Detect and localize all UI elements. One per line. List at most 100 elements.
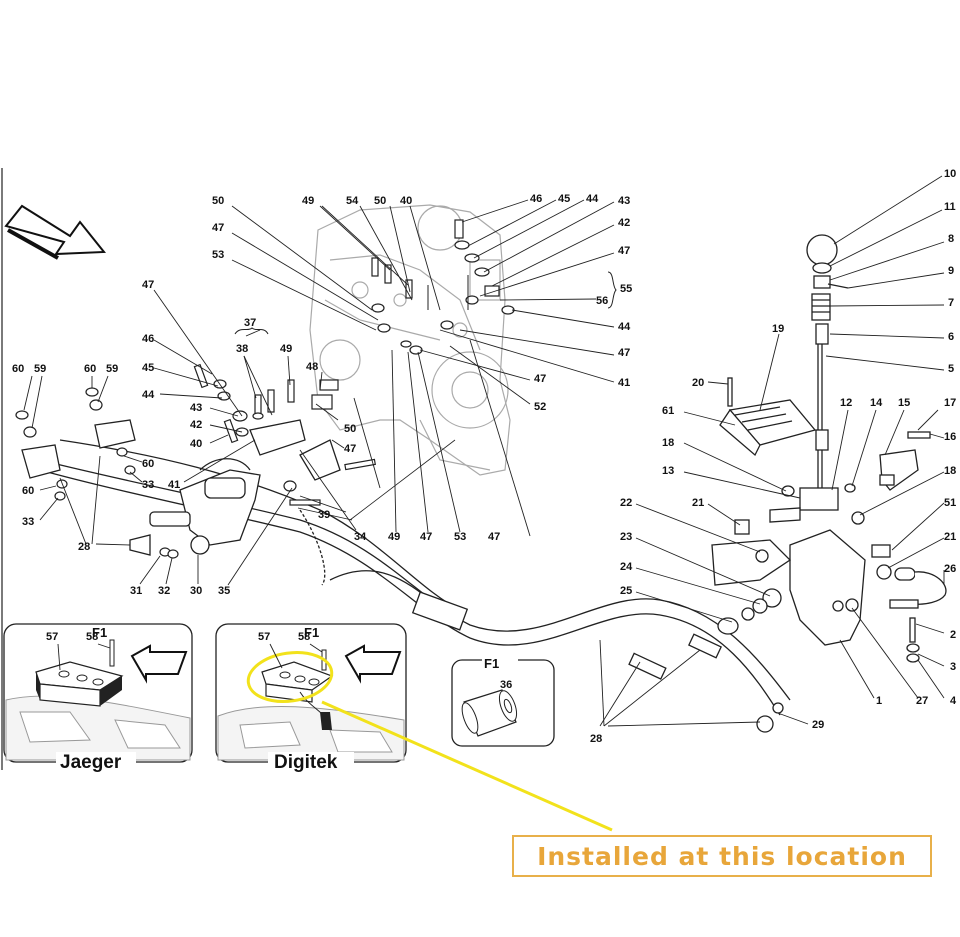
part-label: 3 xyxy=(950,661,956,673)
part-label: 51 xyxy=(944,497,956,509)
part-label: 28 xyxy=(590,733,602,745)
part-label: 46 xyxy=(142,333,154,345)
part-label: 15 xyxy=(898,397,910,409)
fasteners xyxy=(15,219,515,559)
gear-lever-assembly xyxy=(711,234,947,733)
part-label: 50 xyxy=(344,423,356,435)
part-label: 35 xyxy=(218,585,230,597)
part-label: 60 xyxy=(12,363,24,375)
part-label: 33 xyxy=(22,516,34,528)
leader-lines xyxy=(23,175,945,727)
direction-arrow-icon xyxy=(130,644,188,684)
part-label: 59 xyxy=(106,363,118,375)
part-label: 30 xyxy=(190,585,202,597)
part-label: 45 xyxy=(142,362,154,374)
part-label: 19 xyxy=(772,323,784,335)
part-label: 31 xyxy=(130,585,142,597)
inset-jaeger-code: F1 xyxy=(92,625,107,640)
bushing-part xyxy=(461,689,518,737)
part-label: 42 xyxy=(190,419,202,431)
part-label: 21 xyxy=(944,531,956,543)
inset-digitek-label: Digitek xyxy=(274,752,338,773)
part-label: 20 xyxy=(692,377,704,389)
switch-57-digitek xyxy=(261,661,334,730)
part-58-digitek: 58 xyxy=(298,631,310,643)
part-label: 47 xyxy=(618,347,630,359)
part-label: 47 xyxy=(488,531,500,543)
part-label: 44 xyxy=(142,389,155,401)
part-label: 52 xyxy=(534,401,546,413)
part-label: 43 xyxy=(618,195,630,207)
part-label: 47 xyxy=(534,373,546,385)
part-label: 21 xyxy=(692,497,704,509)
callout-text: Installed at this location xyxy=(537,841,907,871)
part-label: 41 xyxy=(168,479,180,491)
inset-digitek: F1 57 58 Digitek xyxy=(215,623,407,773)
part-label: 33 xyxy=(142,479,154,491)
part-label: 28 xyxy=(78,541,90,553)
part-label: 40 xyxy=(190,438,202,450)
part-label: 22 xyxy=(620,497,632,509)
part-label: 50 xyxy=(374,195,386,207)
part-label: 12 xyxy=(840,397,852,409)
part-label: 18 xyxy=(944,465,956,477)
part-label: 61 xyxy=(662,405,674,417)
inset-jaeger-label: Jaeger xyxy=(60,752,122,773)
part-label: 40 xyxy=(400,195,412,207)
inset-jaeger: F1 57 58 Jaeger xyxy=(3,623,193,773)
part-label: 42 xyxy=(618,217,630,229)
part-label: 47 xyxy=(344,443,356,455)
part-label: 17 xyxy=(944,397,956,409)
part-label: 26 xyxy=(944,563,956,575)
direction-arrow-icon xyxy=(344,644,402,684)
part-label: 47 xyxy=(212,222,224,234)
part-label: 13 xyxy=(662,465,674,477)
part-label: 8 xyxy=(948,233,954,245)
part-label: 38 xyxy=(236,343,248,355)
part-label: 49 xyxy=(280,343,292,355)
part-label: 43 xyxy=(190,402,202,414)
part-label: 4 xyxy=(950,695,957,707)
part-label: 5 xyxy=(948,363,954,375)
part-label: 44 xyxy=(586,193,599,205)
part-label: 56 xyxy=(596,295,608,307)
switch-57-jaeger xyxy=(35,661,124,707)
callout-box: Installed at this location xyxy=(512,835,932,877)
part-label: 24 xyxy=(620,561,633,573)
direction-arrow-icon xyxy=(4,204,107,260)
part-label: 32 xyxy=(158,585,170,597)
callout-pointer xyxy=(321,700,613,832)
part-label: 47 xyxy=(420,531,432,543)
part-label: 16 xyxy=(944,431,956,443)
part-57-digitek: 57 xyxy=(258,631,270,643)
selector-bracket xyxy=(21,419,341,556)
part-label: 53 xyxy=(454,531,466,543)
part-label: 47 xyxy=(142,279,154,291)
part-label: 44 xyxy=(618,321,631,333)
part-label: 10 xyxy=(944,168,956,180)
part-label: 27 xyxy=(916,695,928,707)
part-label: 41 xyxy=(618,377,630,389)
part-label: 39 xyxy=(318,509,330,521)
part-label: 9 xyxy=(948,265,954,277)
part-label: 14 xyxy=(870,397,883,409)
part-label: 45 xyxy=(558,193,570,205)
part-label: 55 xyxy=(620,283,632,295)
part-label: 7 xyxy=(948,297,954,309)
part-label: 50 xyxy=(212,195,224,207)
part-label: 53 xyxy=(212,249,224,261)
part-label: 37 xyxy=(244,317,256,329)
part-label: 54 xyxy=(346,195,359,207)
part-label: 18 xyxy=(662,437,674,449)
part-number-labels: 10 11 8 9 7 6 5 19 20 61 18 13 12 14 15 … xyxy=(12,168,957,745)
part-label: 47 xyxy=(618,245,630,257)
part-label: 59 xyxy=(34,363,46,375)
inset-small-code: F1 xyxy=(484,656,499,671)
part-58-jaeger: 58 xyxy=(86,631,98,643)
part-label: 23 xyxy=(620,531,632,543)
part-label: 25 xyxy=(620,585,632,597)
part-label: 60 xyxy=(142,458,154,470)
part-label: 6 xyxy=(948,331,954,343)
inset-digitek-code: F1 xyxy=(304,625,319,640)
